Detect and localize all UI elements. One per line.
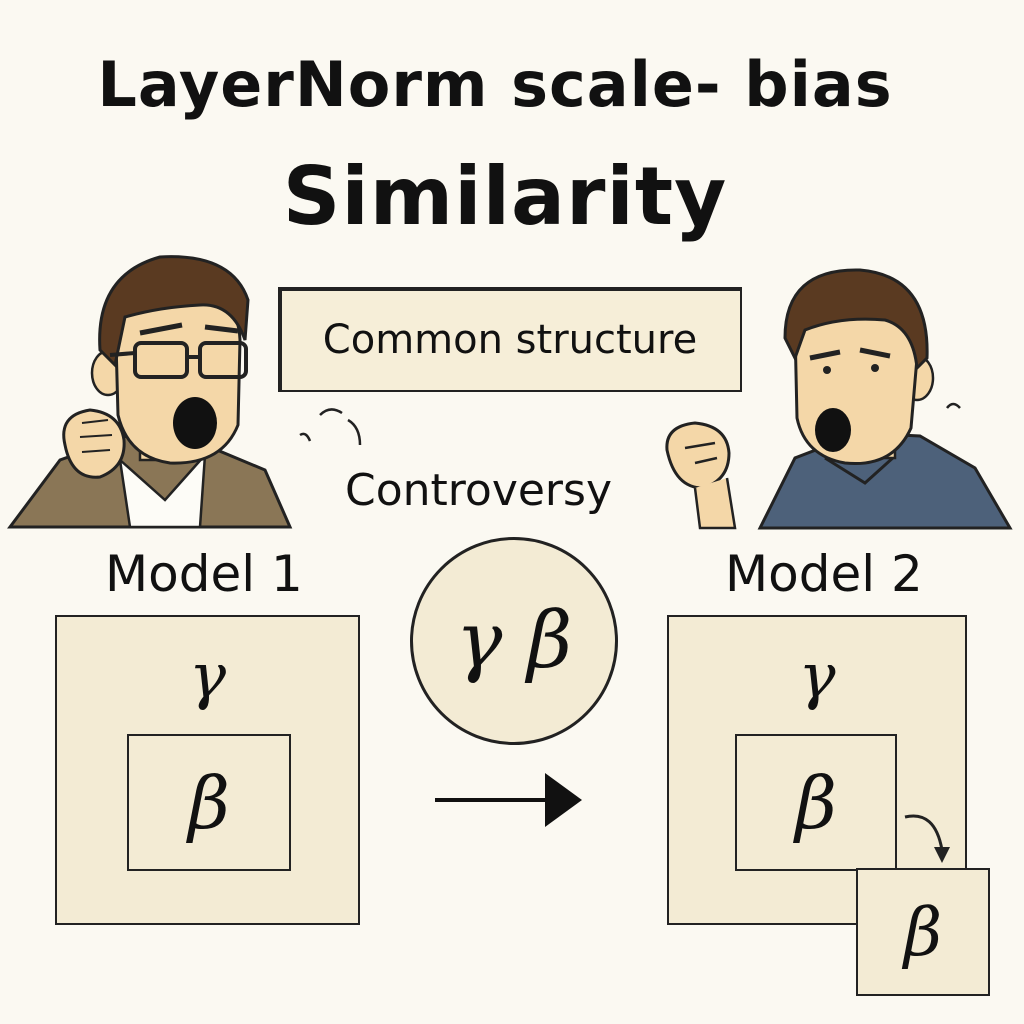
model-2-label: Model 2	[725, 545, 923, 603]
right-person-fist	[665, 421, 731, 490]
right-person-hair	[783, 268, 929, 372]
model-2-moved-beta-box: β	[856, 868, 990, 996]
model-2-gamma-symbol: γ	[798, 639, 836, 712]
circle-symbols: γ β	[455, 596, 573, 686]
model-1-label: Model 1	[105, 545, 303, 603]
left-person-fist	[62, 408, 126, 479]
model-2-beta-symbol: β	[795, 760, 837, 845]
right-person-illustration	[665, 268, 1013, 530]
title-line-2: Similarity	[282, 150, 728, 243]
left-person-illustration	[7, 255, 293, 529]
right-arrow-icon	[435, 773, 582, 827]
left-person-shirt	[118, 451, 207, 529]
right-person-mouth	[815, 408, 851, 452]
gamma-beta-circle: γ β	[410, 537, 618, 745]
callout-text: Common structure	[322, 316, 698, 363]
model-2-moved-beta-symbol: β	[903, 893, 943, 971]
model-1-beta-symbol: β	[188, 760, 230, 845]
left-person-glasses	[109, 341, 248, 379]
model-1-gamma-symbol: γ	[188, 639, 227, 712]
model-1-outer-box: γ β	[55, 615, 360, 925]
model-2-inner-box: β	[735, 734, 897, 871]
curved-arrow-icon	[904, 814, 950, 863]
common-structure-callout: Common structure	[278, 287, 742, 392]
title-line-1: LayerNorm scale- bias	[97, 48, 893, 121]
controversy-label: Controversy	[345, 465, 612, 516]
left-person-mouth	[173, 397, 217, 449]
left-person-hair	[98, 255, 250, 369]
tension-marks-left	[299, 408, 362, 446]
model-1-inner-box: β	[127, 734, 291, 871]
